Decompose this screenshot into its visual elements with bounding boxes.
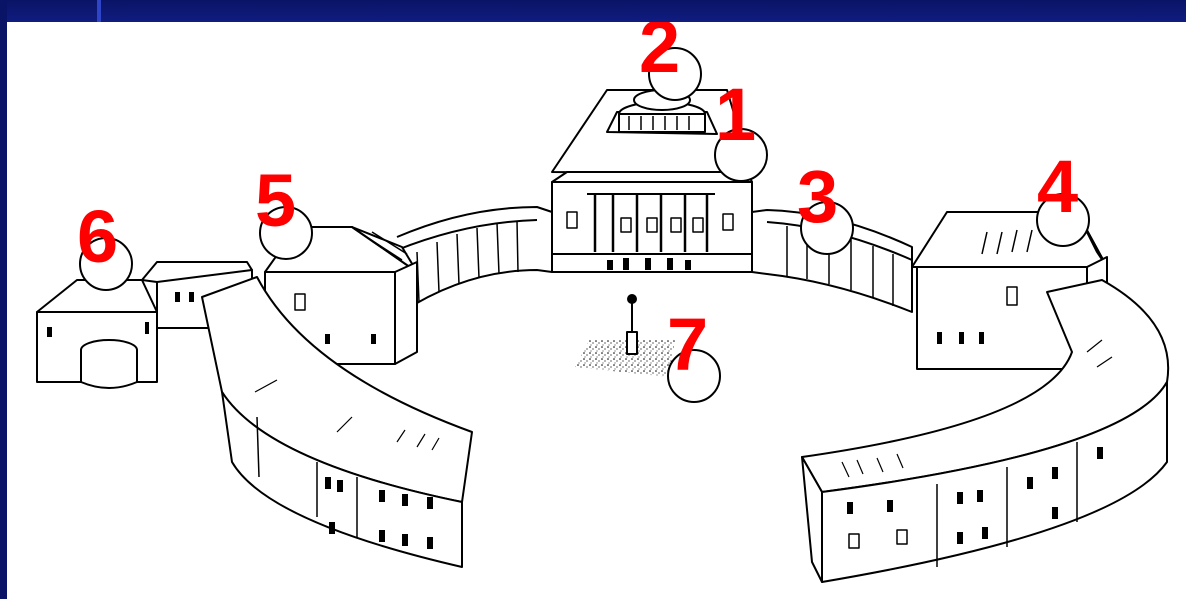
marker-number-7: 7 xyxy=(667,308,708,382)
marker-number-4: 4 xyxy=(1037,150,1078,224)
left-gallery xyxy=(397,207,552,312)
slide-accent-line xyxy=(97,0,101,22)
line-drawing xyxy=(37,90,1168,582)
marker-number-5: 5 xyxy=(255,164,296,238)
marker-number-2: 2 xyxy=(639,22,680,84)
marker-number-1: 1 xyxy=(715,78,756,152)
slide-top-band xyxy=(0,0,1186,22)
marker-number-6: 6 xyxy=(77,200,118,274)
marker-number-3: 3 xyxy=(797,160,838,234)
estate-drawing xyxy=(7,22,1186,599)
illustration-canvas: 2 1 3 4 5 6 7 xyxy=(7,22,1186,599)
slide-left-border xyxy=(0,0,7,599)
monument xyxy=(575,295,675,377)
